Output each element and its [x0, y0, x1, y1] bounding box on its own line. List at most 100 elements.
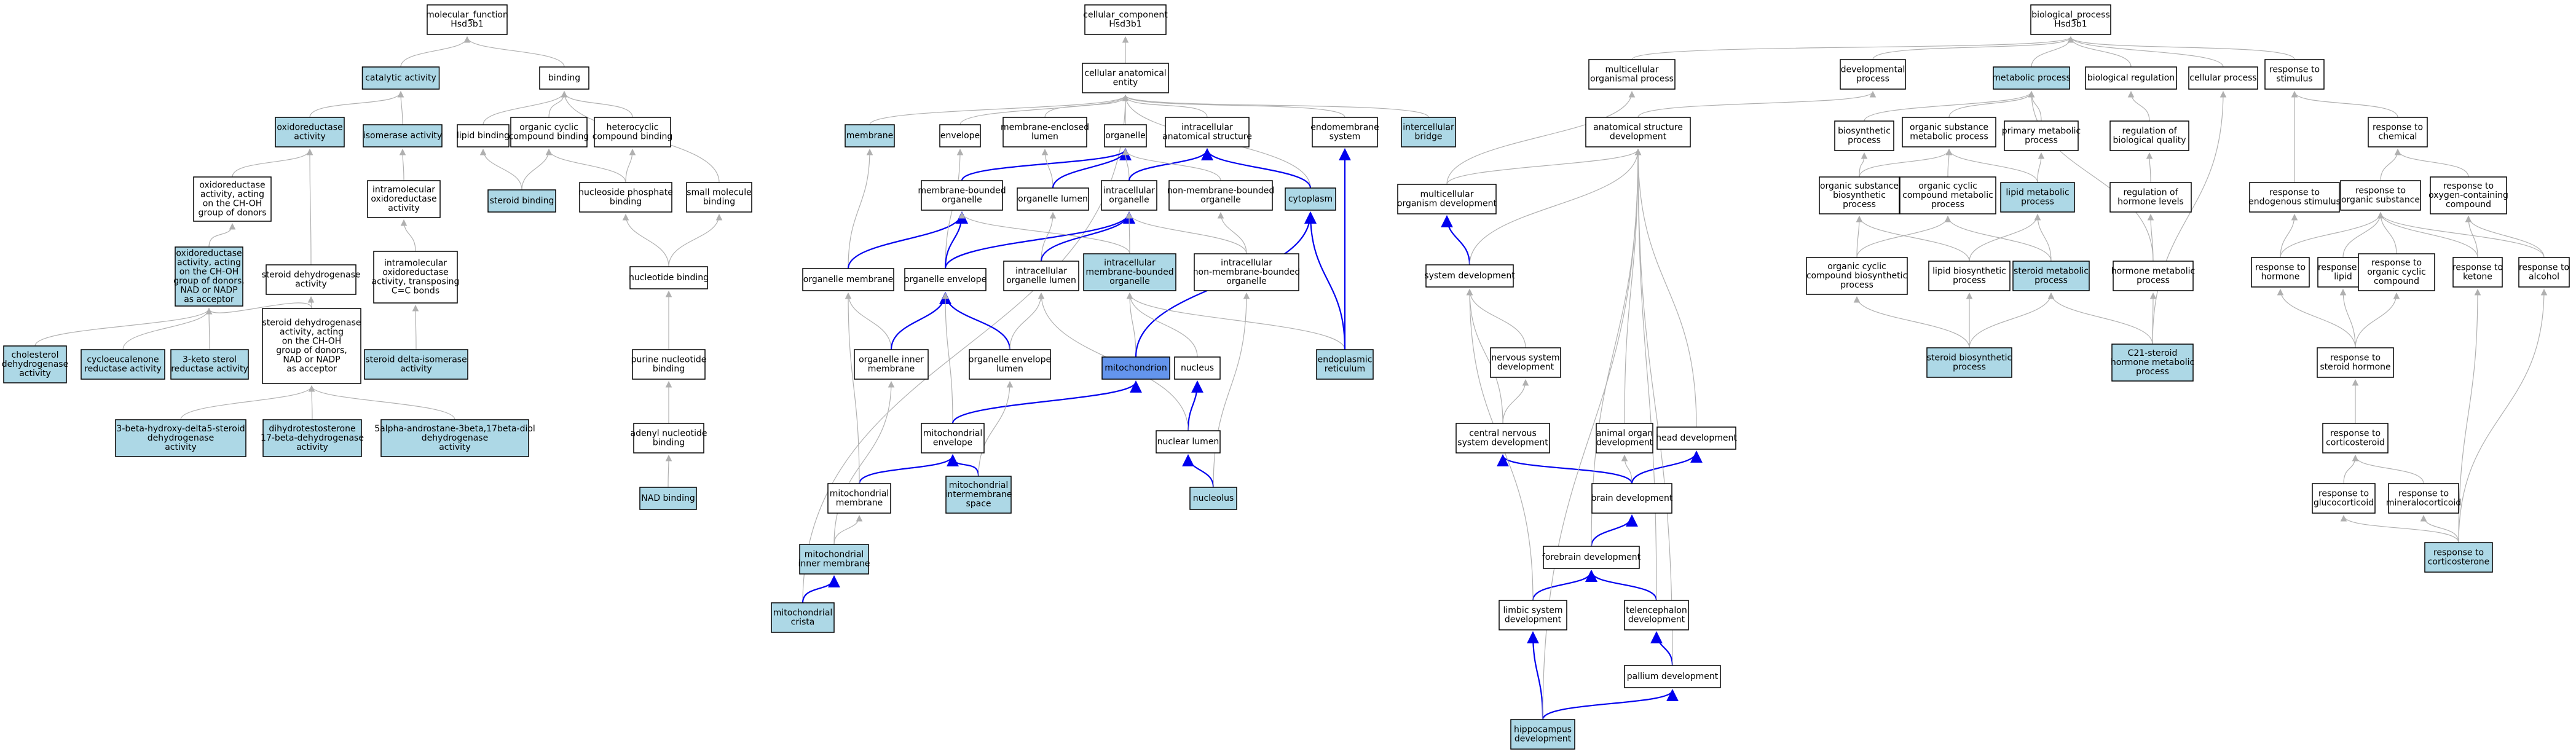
go-term-catalytic[interactable]: catalytic activity: [361, 66, 440, 90]
go-term-envelope[interactable]: envelope: [939, 124, 981, 147]
go-term-bioregulation[interactable]: biological regulation: [2085, 66, 2177, 90]
go-term-intranonmbo[interactable]: intracellularnon-membrane-boundedorganel…: [1193, 253, 1301, 291]
go-term-cytoplasm[interactable]: cytoplasm: [1285, 187, 1336, 211]
go-term-organelle[interactable]: organelle: [1104, 124, 1147, 147]
go-term-palliumdev[interactable]: pallium development: [1624, 665, 1721, 688]
go-term-membrane[interactable]: membrane: [845, 124, 895, 147]
go-term-cellularprocess[interactable]: cellular process: [2188, 66, 2258, 90]
go-term-dht[interactable]: dihydrotestosterone17-beta-dehydrogenase…: [261, 419, 364, 457]
go-term-beta3[interactable]: 3-beta-hydroxy-delta5-steroiddehydrogena…: [115, 419, 246, 457]
go-term-binding[interactable]: binding: [539, 66, 589, 90]
go-term-steroidbinding[interactable]: steroid binding: [487, 189, 556, 213]
go-term-headdev[interactable]: head development: [1656, 426, 1737, 450]
go-term-nucleotidebinding[interactable]: nucleotide binding: [629, 266, 709, 289]
go-term-nucleolus[interactable]: nucleolus: [1189, 487, 1237, 510]
go-term-nucleus[interactable]: nucleus: [1174, 356, 1221, 380]
go-term-organellemembrane[interactable]: organelle membrane: [802, 268, 894, 291]
go-term-androstane[interactable]: 5alpha-androstane-3beta,17beta-dioldehyd…: [374, 419, 535, 457]
go-term-lipidbinding[interactable]: lipid binding: [457, 124, 510, 147]
go-term-systemdev[interactable]: system development: [1424, 264, 1515, 288]
go-term-metabolic[interactable]: metabolic process: [1992, 66, 2071, 90]
go-term-forebraindev[interactable]: forebrain development: [1542, 546, 1641, 569]
go-term-braindev[interactable]: brain development: [1591, 483, 1673, 514]
go-term-nadbinding[interactable]: NAD binding: [639, 487, 697, 510]
go-term-isomerase[interactable]: isomerase activity: [363, 124, 443, 147]
go-term-mitochondrion[interactable]: mitochondrion: [1101, 356, 1170, 380]
go-term-organellelumen[interactable]: organelle lumen: [1017, 187, 1089, 211]
go-term-nuclearlumen[interactable]: nuclear lumen: [1156, 430, 1221, 454]
go-term-organelleenvelope[interactable]: organelle envelope: [904, 268, 987, 291]
